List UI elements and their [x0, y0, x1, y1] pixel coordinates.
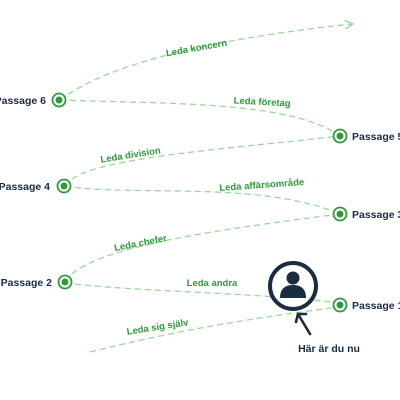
path-leda-division — [64, 135, 341, 187]
node-passage-2 — [57, 274, 73, 290]
you-are-here-marker: Här är du nu — [268, 261, 360, 355]
label-passage-6: Passage 6 — [0, 95, 46, 107]
label-leda-affarsomrade: Leda affärsområde — [219, 177, 305, 194]
label-passage-3: Passage 3 — [352, 209, 400, 221]
label-leda-division: Leda division — [100, 145, 162, 165]
passage-nodes — [51, 92, 348, 313]
path-leda-koncern — [59, 24, 352, 101]
you-are-here-label: Här är du nu — [298, 343, 360, 355]
node-passage-5 — [332, 128, 348, 144]
label-passage-1: Passage 1 — [352, 300, 400, 312]
node-passage-6 — [51, 92, 67, 108]
path-leda-sig-sjalv — [89, 306, 341, 353]
label-leda-sig-sjalv: Leda sig själv — [126, 317, 190, 338]
label-leda-foretag: Leda företag — [233, 96, 291, 110]
label-passage-5: Passage 5 — [352, 131, 400, 143]
node-passage-4 — [56, 178, 72, 194]
arrow-up-icon — [294, 312, 312, 336]
path-leda-foretag — [59, 99, 341, 137]
label-leda-andra: Leda andra — [187, 278, 238, 289]
path-leda-affarsomrade — [64, 185, 341, 215]
label-leda-koncern: Leda koncern — [165, 38, 228, 60]
path-leda-chefer — [64, 213, 341, 282]
node-passage-1 — [332, 297, 348, 313]
label-leda-chefer: Leda chefer — [113, 233, 168, 254]
label-passage-4: Passage 4 — [0, 181, 50, 193]
user-icon — [280, 271, 306, 298]
node-passage-3 — [332, 206, 348, 222]
label-passage-2: Passage 2 — [1, 277, 53, 289]
